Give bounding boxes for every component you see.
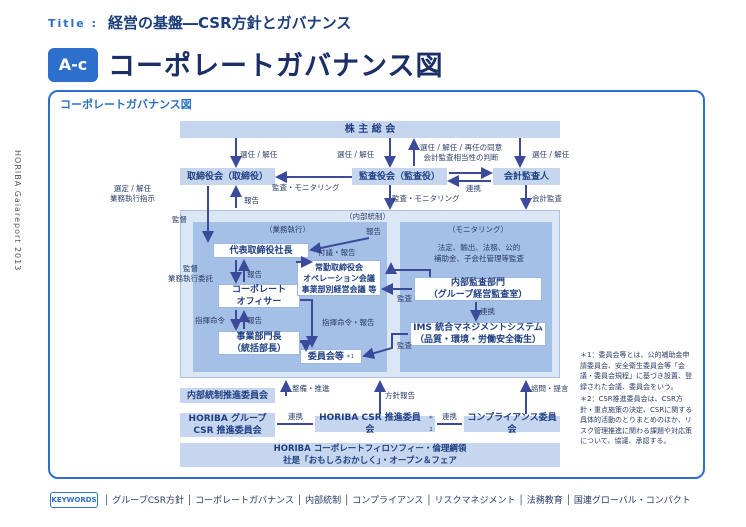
title-label: Title : xyxy=(48,17,98,30)
label-audit-monitoring-1: 監査・モニタリング xyxy=(272,183,340,192)
label-report-3: 報告 xyxy=(247,270,262,279)
committees-label: 委員会等 xyxy=(307,351,344,362)
label-cooperation-3: 連携 xyxy=(288,412,303,421)
label-cooperation-4: 連携 xyxy=(442,412,457,421)
internal-control-label: （内部統制） xyxy=(345,212,390,221)
arrow-report-to-president xyxy=(309,237,370,254)
label-appoint-dismiss-1: 選任 / 解任 xyxy=(240,150,278,159)
president-box: 代表取締役社長 xyxy=(213,243,309,258)
label-report-4: 報告 xyxy=(247,316,262,325)
label-cooperation-2: 連携 xyxy=(480,307,495,316)
committees-box: 委員会等＊1 xyxy=(300,349,362,364)
footnote-2: ＊2：CSR推進委員会は、CSR方針・重点施策の決定、CSRに関する具体的活動の… xyxy=(580,395,693,445)
accounting-auditor-box: 会計監査人 xyxy=(493,168,560,185)
arrow-division-to-committees xyxy=(300,340,312,352)
diagram-title: コーポレートガバナンス図 xyxy=(60,98,192,111)
label-submit-report: 付議・報告 xyxy=(318,248,356,257)
label-consult-advise: 諮問・提言 xyxy=(531,384,569,393)
business-execution-label: （業務執行） xyxy=(265,225,310,234)
philosophy-box: HORIBA コーポレートフィロソフィー・倫理綱領 社是「おもしろおかしく」・オ… xyxy=(180,443,560,467)
label-appoint-dismiss-3: 選任 / 解任 xyxy=(532,150,570,159)
footnotes: ＊1：委員会等とは、公的補助金申請委員会、安全衛生委員会等「会議・委員会規程」に… xyxy=(580,350,695,449)
label-audit-2: 監査 xyxy=(397,341,412,350)
audit-board-box: 監査役会（監査役） xyxy=(352,168,447,185)
label-maintain-promote: 整備・推進 xyxy=(292,384,330,393)
arrow-ims-audit xyxy=(362,333,408,360)
label-instruction-1: 指揮命令 xyxy=(195,316,225,325)
footnote-1: ＊1：委員会等とは、公的補助金申請委員会、安全衛生委員会等「会議・委員会規程」に… xyxy=(580,351,692,391)
label-instruction-report: 指揮命令・報告 xyxy=(322,318,375,327)
csr-committee-note-mark: ＊2 xyxy=(428,415,434,433)
arrow-audit-to-president xyxy=(385,262,431,277)
shareholders-meeting-box: 株 主 総 会 xyxy=(180,121,560,138)
business-division-box: 事業部門長 （統括部長） xyxy=(218,331,300,355)
label-report-2: 報告 xyxy=(366,227,381,236)
label-supervision: 監督 xyxy=(172,215,187,224)
side-vertical-text: HORIBA Gaiareport 2013 xyxy=(13,150,22,272)
label-report-1: 報告 xyxy=(244,196,259,205)
corporate-officer-box: コーポレート オフィサー xyxy=(218,284,300,308)
section-badge: A-c xyxy=(48,48,98,82)
label-policy-report: 方針報告 xyxy=(385,391,415,400)
label-audit-1: 監査 xyxy=(397,294,412,303)
group-csr-committee-box: HORIBA グループ CSR 推進委員会 xyxy=(180,413,275,437)
committees-note-mark: ＊1 xyxy=(345,353,355,360)
label-accounting-audit: 会計監査 xyxy=(532,194,562,203)
monitoring-label: （モニタリング） xyxy=(448,225,508,234)
internal-control-committee-box: 内部統制推進委員会 xyxy=(180,388,275,403)
monitoring-scope-text: 法定、輸出、法務、公的 補助金、子会社管理等監査 xyxy=(434,243,524,263)
page-title: コーポレートガバナンス図 xyxy=(108,51,444,82)
label-supervise-delegate: 監督 業務執行委託 xyxy=(168,264,213,283)
internal-audit-box: 内部監査部門 （グループ経営監査室） xyxy=(414,277,542,301)
label-appoint-consent: 選任 / 解任 / 再任の同意 会計監査相当性の判断 xyxy=(420,143,503,162)
label-audit-monitoring-2: 監査・モニタリング xyxy=(392,194,460,203)
board-of-directors-box: 取締役会（取締役） xyxy=(180,168,275,185)
arrow-officer-to-committees xyxy=(300,299,318,348)
ims-box: IMS 統合マネジメントシステム （品質・環境・労働安全衛生） xyxy=(410,322,546,346)
label-cooperation-1: 連携 xyxy=(466,184,481,193)
section-title: 経営の基盤―CSR方針とガバナンス xyxy=(108,14,352,32)
csr-committee-box: HORIBA CSR 推進委員会 ＊2 xyxy=(315,413,435,435)
csr-committee-label: HORIBA CSR 推進委員会 xyxy=(319,413,421,435)
keywords-text: │ グループCSR方針 │ コーポレートガバナンス │ 内部統制 │ コンプライ… xyxy=(104,496,691,506)
keywords-badge: KEYWORDS xyxy=(50,492,98,508)
compliance-committee-box: コンプライアンス委員会 xyxy=(464,413,560,435)
label-appoint-dismiss-2: 選任 / 解任 xyxy=(337,150,375,159)
label-select-dismiss: 選定 / 解任 業務執行指示 xyxy=(110,184,155,203)
